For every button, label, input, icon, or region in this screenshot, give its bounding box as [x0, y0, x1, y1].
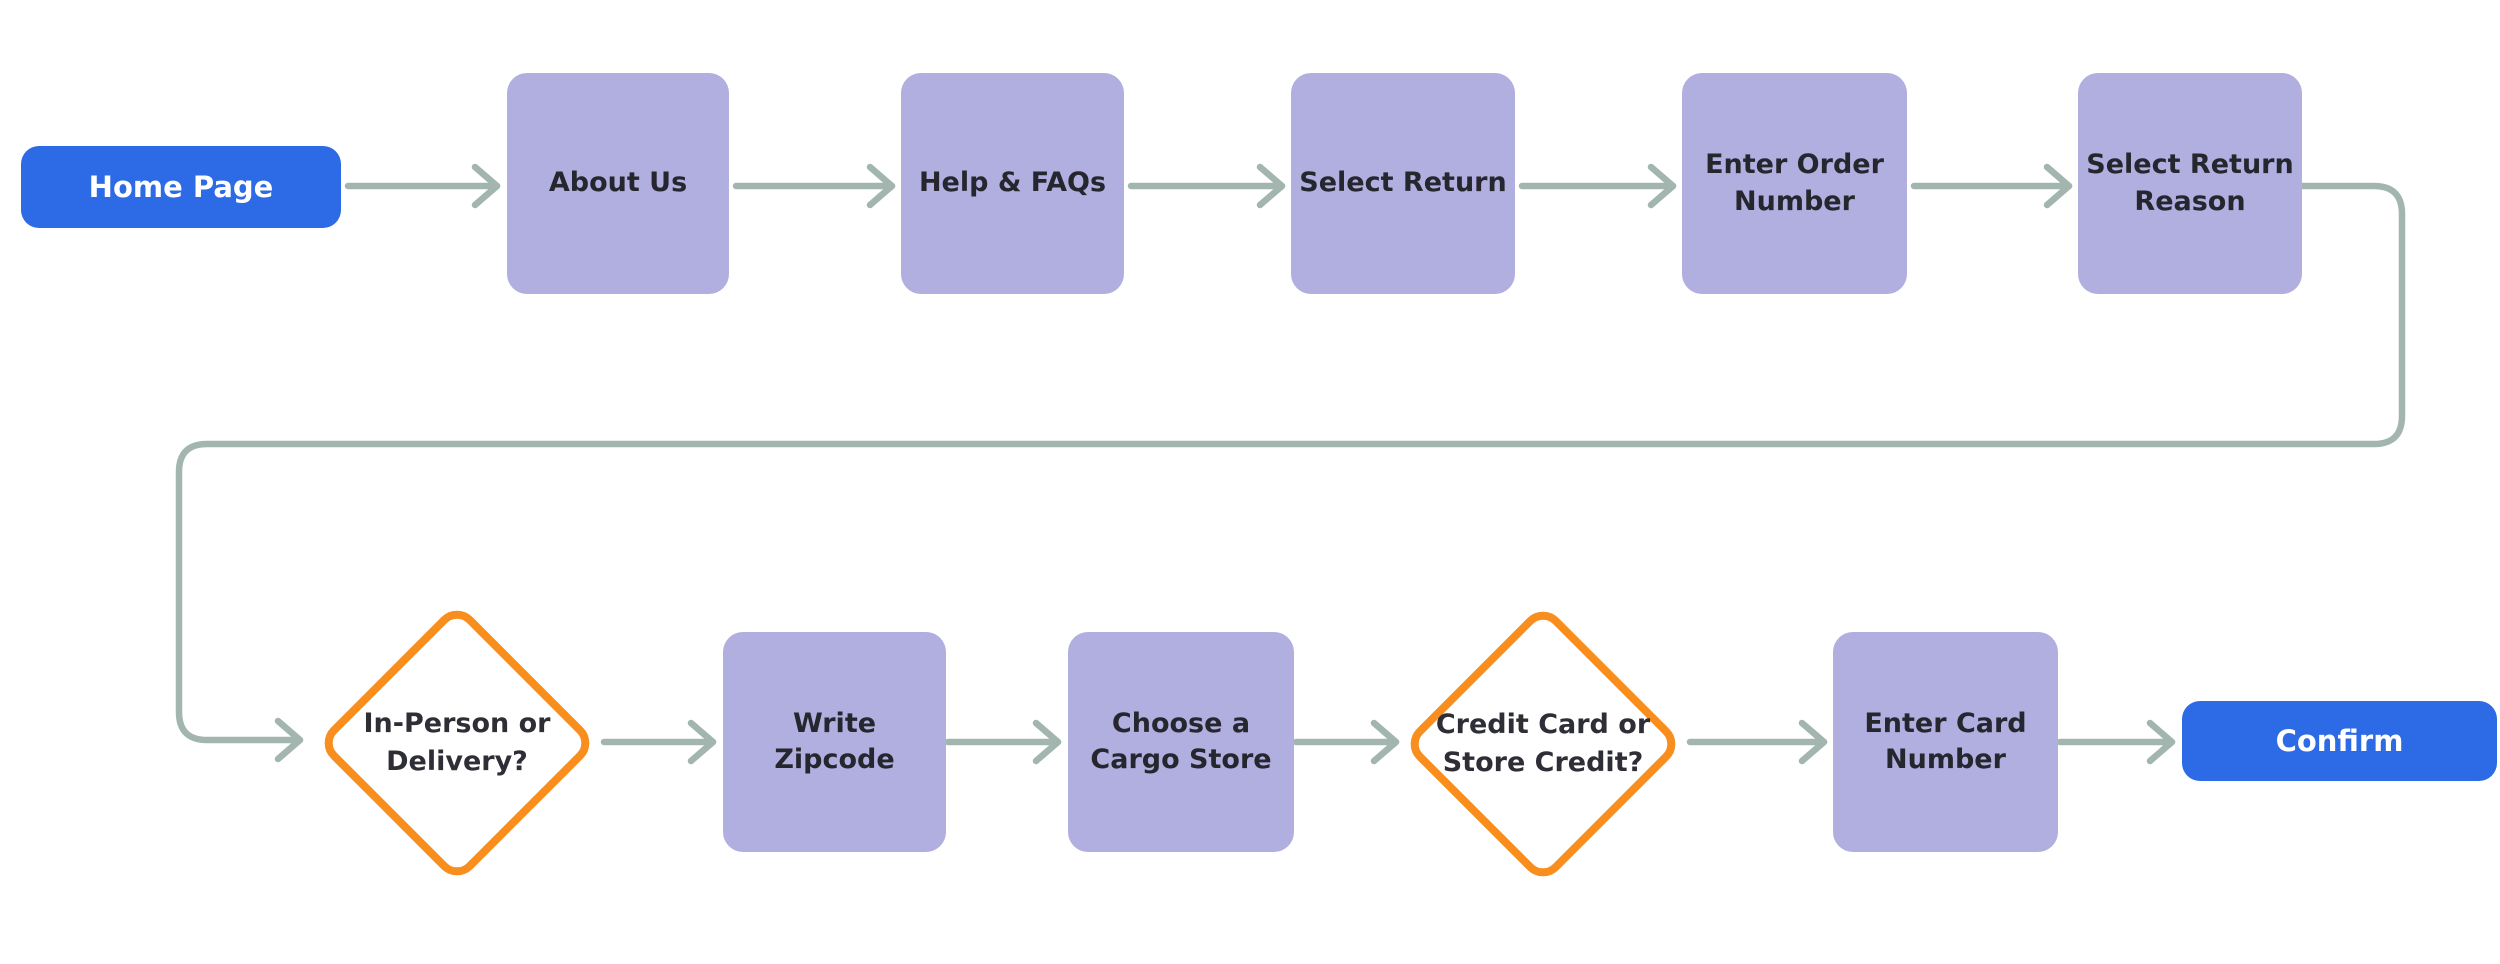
node-home-page-label: Home Page: [88, 170, 274, 204]
node-help-faqs[interactable]: Help & FAQs: [901, 73, 1124, 294]
node-select-return-label: Select Return: [1299, 167, 1507, 199]
node-home-page[interactable]: Home Page: [21, 146, 341, 228]
node-confirm[interactable]: Confirm: [2182, 701, 2497, 781]
node-confirm-label: Confirm: [2275, 724, 2404, 758]
node-write-zipcode[interactable]: Write Zipcode: [723, 632, 946, 852]
node-enter-card-number-label: Enter Card Number: [1864, 707, 2027, 775]
node-decision-credit-card-label: Credit Card or Store Credit?: [1435, 709, 1651, 778]
node-write-zipcode-label: Write Zipcode: [774, 707, 895, 775]
node-decision-credit-card-or-store-credit[interactable]: Credit Card or Store Credit?: [1401, 602, 1685, 886]
node-enter-order-number-label: Enter Order Number: [1705, 149, 1884, 217]
node-help-faqs-label: Help & FAQs: [918, 167, 1107, 199]
node-select-return-reason-label: Select Return Reason: [2086, 149, 2294, 217]
node-choose-a-cargo-store-label: Choose a Cargo Store: [1090, 707, 1272, 775]
node-decision-in-person-label: In-Person or Delivery?: [363, 708, 551, 777]
node-decision-in-person-or-delivery[interactable]: In-Person or Delivery?: [315, 601, 599, 885]
node-choose-a-cargo-store[interactable]: Choose a Cargo Store: [1068, 632, 1294, 852]
node-about-us-label: About Us: [548, 167, 688, 199]
node-enter-order-number[interactable]: Enter Order Number: [1682, 73, 1907, 294]
node-enter-card-number[interactable]: Enter Card Number: [1833, 632, 2058, 852]
node-select-return[interactable]: Select Return: [1291, 73, 1515, 294]
node-select-return-reason[interactable]: Select Return Reason: [2078, 73, 2302, 294]
node-about-us[interactable]: About Us: [507, 73, 729, 294]
